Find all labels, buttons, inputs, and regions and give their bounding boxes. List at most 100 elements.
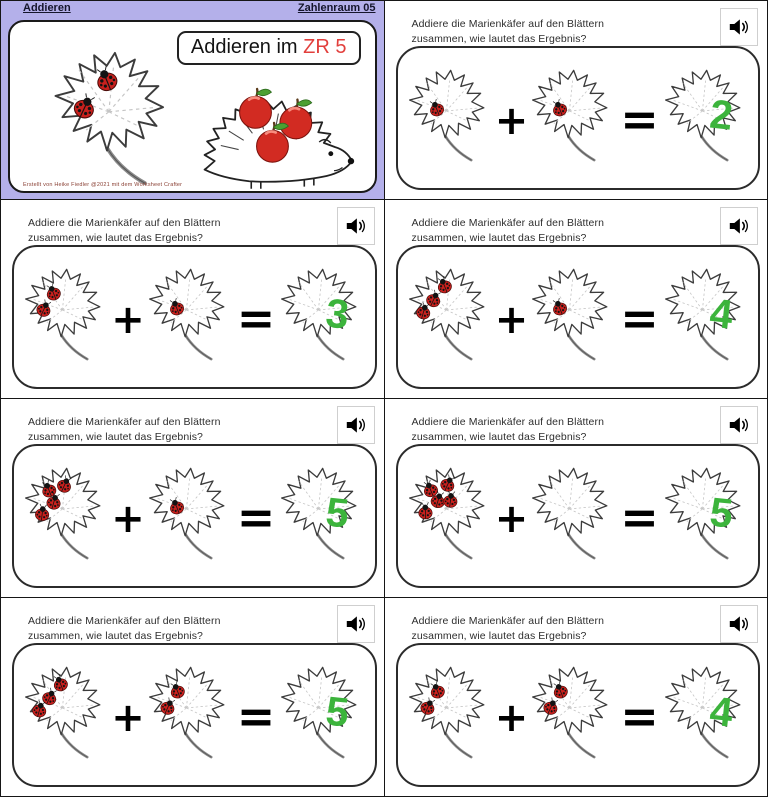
result-number: 2 [707, 91, 734, 139]
ladybug-icon [35, 503, 50, 521]
question-line-1: Addiere die Marienkäfer auf den Blättern [411, 18, 605, 30]
ladybug-icon [423, 479, 438, 498]
ladybug-icon [57, 475, 72, 493]
title-range-text: ZR 5 [303, 36, 347, 58]
question-line-2: zusammen, wie lautet das Ergebnis? [411, 33, 587, 45]
speaker-button[interactable] [720, 406, 758, 444]
title-panel: Addieren Zahlenraum 05 Addieren im Z [1, 1, 384, 199]
result-number: 5 [324, 489, 351, 537]
plus-sign: + [494, 98, 529, 144]
result-leaf: 5 [271, 657, 373, 773]
equation-box: + = 4 [395, 245, 760, 389]
header-range-label: Zahlenraum 05 [297, 2, 376, 14]
ladybug-icon [73, 93, 95, 119]
equation-box: + = 5 [12, 444, 377, 588]
ladybug-icon [170, 681, 185, 699]
question-text: Addiere die Marienkäfer auf den Blättern… [28, 415, 221, 445]
result-leaf: 5 [655, 458, 757, 574]
worksheet-title: Addieren im ZR 5 [176, 31, 361, 65]
equals-sign: = [236, 490, 276, 544]
ladybug-icon [543, 697, 559, 715]
addend2-leaf [522, 259, 624, 375]
result-leaf: 4 [655, 259, 757, 375]
result-leaf: 3 [271, 259, 373, 375]
addend2-leaf [522, 657, 624, 773]
result-number: 5 [324, 688, 351, 736]
addend1-leaf [399, 259, 501, 375]
question-line-1: Addiere die Marienkäfer auf den Blättern [411, 615, 605, 627]
result-number: 5 [707, 489, 734, 537]
ladybug-icon [429, 98, 444, 117]
speaker-button[interactable] [336, 406, 375, 444]
question-line-2: zusammen, wie lautet das Ergebnis? [411, 431, 587, 443]
speaker-icon [729, 417, 748, 433]
ladybug-icon [440, 474, 455, 492]
question-text: Addiere die Marienkäfer auf den Blättern… [412, 216, 605, 246]
addend2-leaf [522, 60, 624, 176]
ladybug-icon [96, 65, 118, 92]
apple-icon [238, 87, 272, 129]
equation-box: + = 3 [12, 245, 377, 389]
question-text: Addiere die Marienkäfer auf den Blättern… [28, 216, 221, 246]
plus-sign: + [494, 297, 529, 343]
result-number: 3 [324, 290, 351, 338]
question-line-2: zusammen, wie lautet das Ergebnis? [411, 630, 587, 642]
ladybug-icon [169, 297, 184, 316]
speaker-button[interactable] [720, 207, 758, 245]
speaker-button[interactable] [336, 207, 375, 245]
ladybug-icon [32, 699, 47, 718]
ladybug-icon [553, 98, 568, 117]
result-leaf: 4 [655, 657, 757, 773]
leaf-image [24, 48, 204, 196]
result-number: 4 [707, 290, 735, 338]
task-card-7: Addiere die Marienkäfer auf den Blättern… [384, 598, 767, 796]
ladybug-icon [46, 492, 61, 510]
equals-sign: = [620, 490, 659, 544]
addend1-leaf [399, 60, 501, 176]
task-card-4: Addiere die Marienkäfer auf den Blättern… [1, 399, 384, 597]
equals-sign: = [620, 689, 659, 743]
speaker-button[interactable] [720, 605, 758, 643]
ladybug-icon [443, 490, 458, 508]
task-card-1: Addiere die Marienkäfer auf den Blättern… [384, 1, 767, 199]
ladybug-icon [426, 289, 441, 308]
ladybug-icon [46, 283, 61, 301]
addend1-leaf [399, 657, 501, 773]
question-line-1: Addiere die Marienkäfer auf den Blättern [28, 416, 221, 428]
speaker-button[interactable] [720, 8, 758, 46]
equation-box: + = 5 [12, 643, 377, 787]
ladybug-icon [42, 687, 58, 706]
ladybug-icon [169, 496, 184, 515]
plus-sign: + [111, 695, 145, 741]
equals-sign: = [620, 92, 659, 146]
ladybug-icon [430, 490, 445, 509]
plus-sign: + [111, 297, 145, 343]
ladybug-icon [430, 681, 445, 699]
question-line-1: Addiere die Marienkäfer auf den Blättern [28, 217, 221, 229]
question-text: Addiere die Marienkäfer auf den Blättern… [412, 415, 605, 445]
ladybug-icon [160, 697, 175, 715]
question-text: Addiere die Marienkäfer auf den Blättern… [412, 614, 605, 644]
equals-sign: = [620, 291, 659, 345]
task-card-6: Addiere die Marienkäfer auf den Blättern… [1, 598, 384, 796]
speaker-icon [346, 218, 365, 234]
result-leaf: 5 [271, 458, 373, 574]
apple-icon [278, 98, 312, 140]
apple-icon [255, 121, 289, 163]
title-card: Addieren im ZR 5 Erstellt von Heike Fied… [8, 20, 377, 193]
speaker-icon [729, 616, 748, 632]
question-line-2: zusammen, wie lautet das Ergebnis? [28, 431, 203, 443]
equation-box: + = 2 [395, 46, 760, 190]
equation-box: + = 4 [395, 643, 760, 787]
speaker-button[interactable] [336, 605, 375, 643]
addend1-leaf [15, 657, 117, 773]
speaker-icon [729, 19, 748, 35]
hedgehog-image [185, 72, 361, 194]
ladybug-icon [36, 299, 52, 317]
title-text: Addieren im [190, 36, 304, 58]
speaker-icon [729, 218, 748, 234]
addend1-leaf [15, 458, 117, 574]
addend1-leaf [15, 259, 117, 375]
equals-sign: = [236, 689, 276, 743]
